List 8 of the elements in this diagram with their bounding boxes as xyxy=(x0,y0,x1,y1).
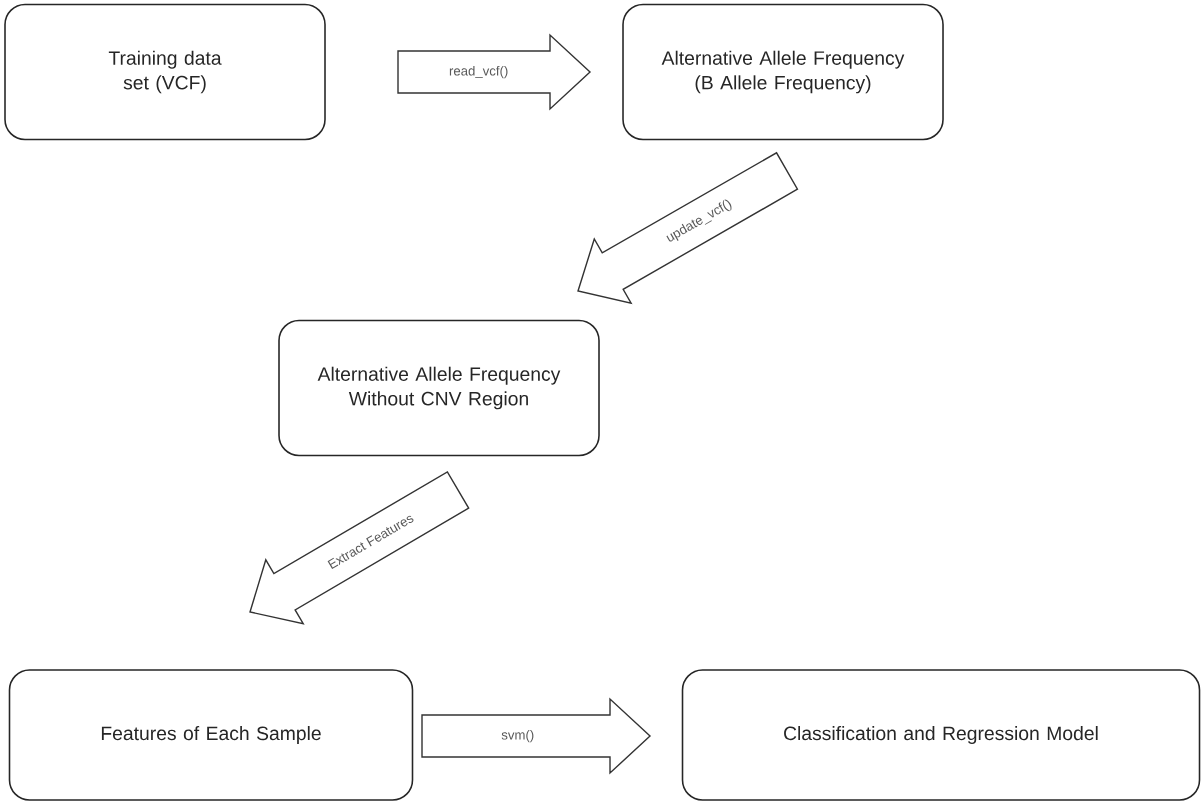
process-box: Classification and Regression Model xyxy=(681,669,1201,801)
process-box: Alternative Allele Frequency (B Allele Frequency) xyxy=(622,3,944,141)
process-box: Features of Each Sample xyxy=(8,669,414,801)
block-arrow xyxy=(421,697,652,775)
process-box: Training data set (VCF) xyxy=(4,3,326,141)
edge-label: read_vcf() xyxy=(447,64,511,80)
process-box: Alternative Allele Frequency Without CNV Region xyxy=(278,319,600,457)
edge-label: svm() xyxy=(499,728,536,744)
